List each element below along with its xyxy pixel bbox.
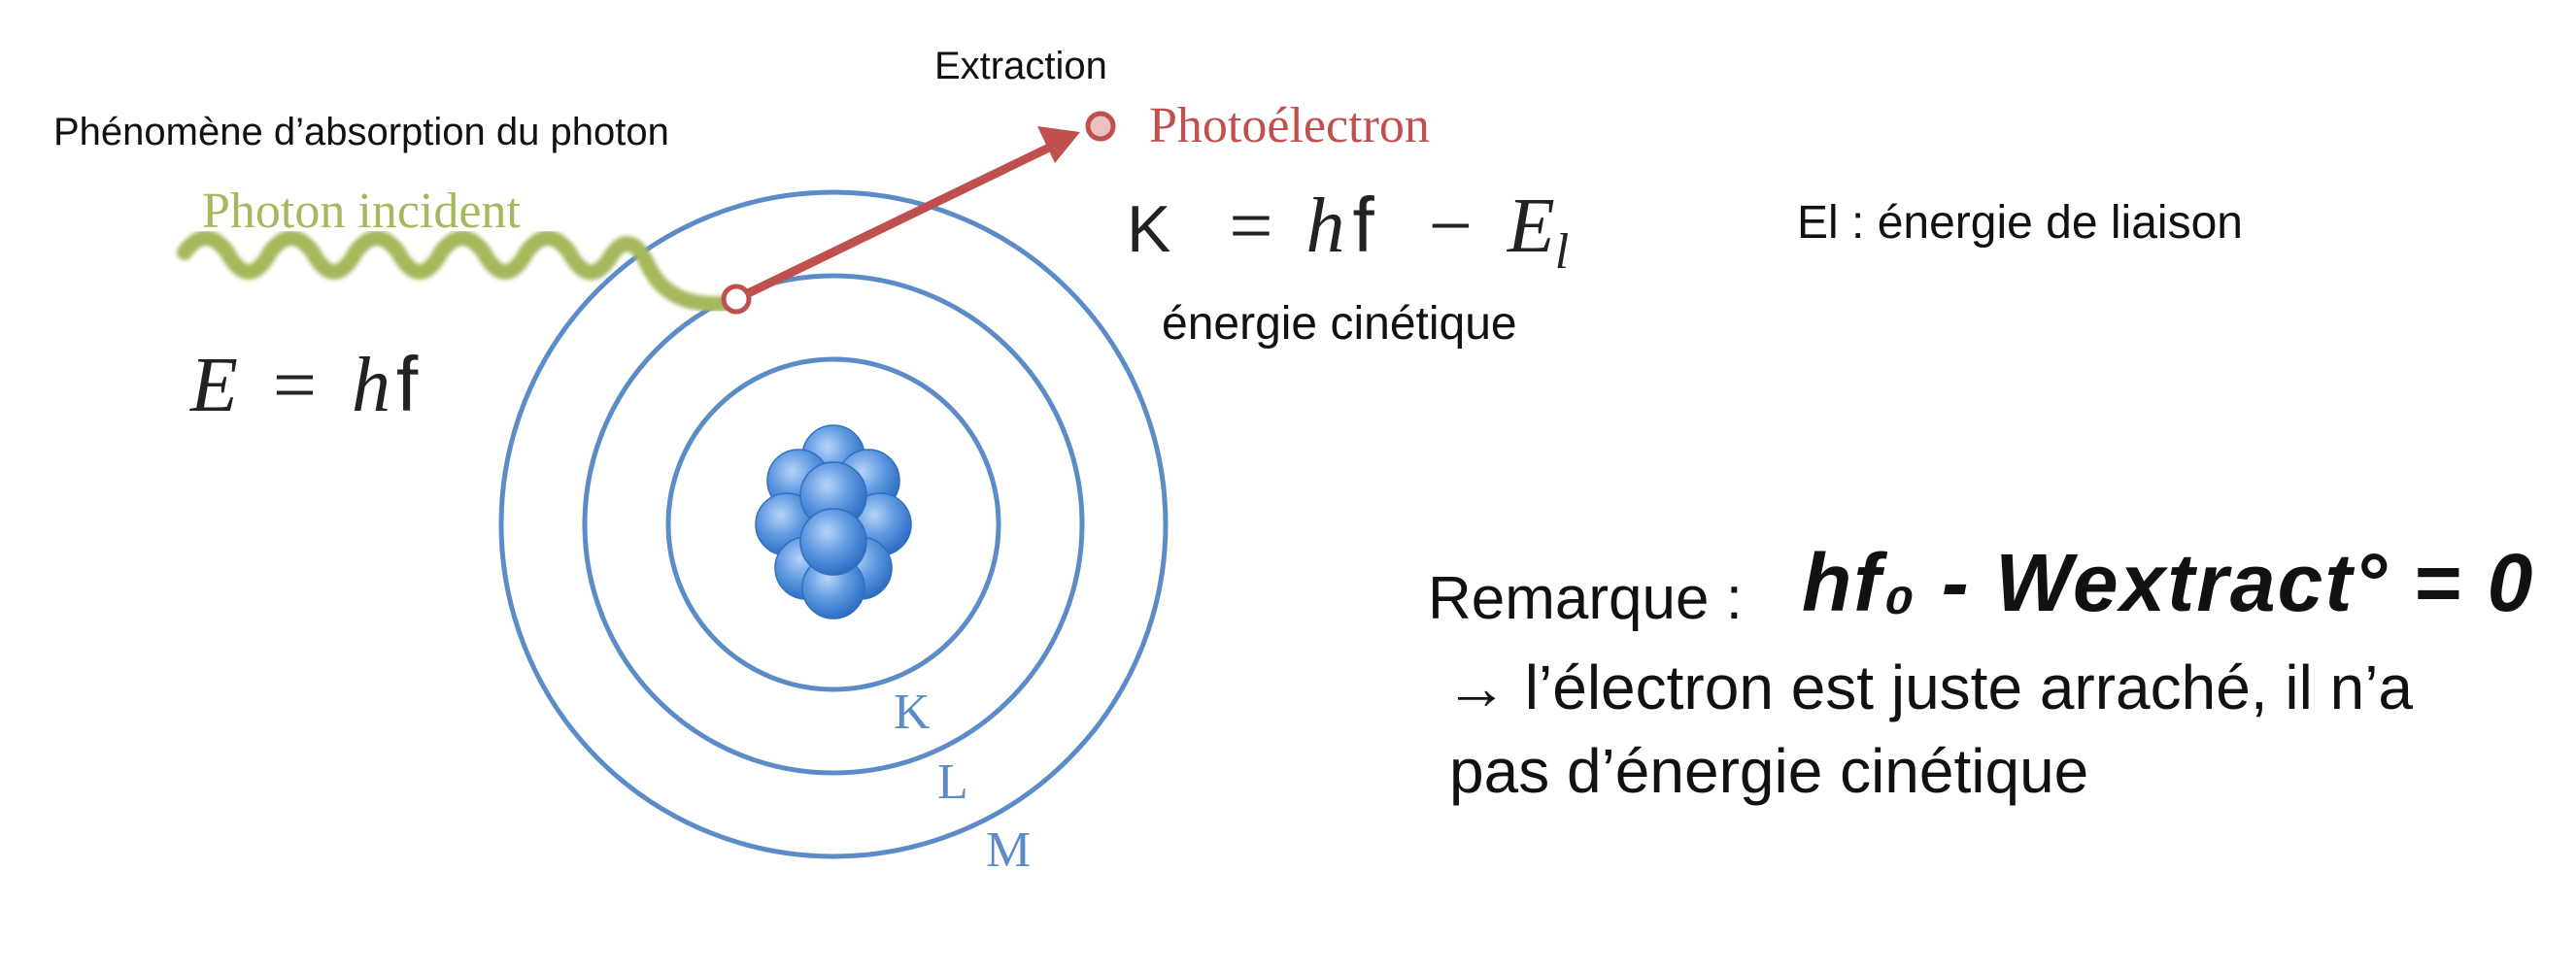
photon-wave bbox=[177, 230, 742, 313]
electron-shells bbox=[498, 189, 1169, 859]
shell-l-label: L bbox=[937, 754, 968, 810]
electron-start-marker bbox=[721, 284, 752, 315]
eq-e: E bbox=[1507, 184, 1555, 269]
photoelectron-arrow bbox=[731, 143, 1054, 304]
remark-line-2: pas d’énergie cinétique bbox=[1449, 736, 2089, 806]
photon-incident-label: Photon incident bbox=[202, 184, 521, 239]
nucleus bbox=[755, 424, 912, 619]
eq-minus: − bbox=[1428, 184, 1473, 269]
energie-cinetique-label: énergie cinétique bbox=[1162, 298, 1517, 350]
extraction-label: Extraction bbox=[934, 45, 1107, 87]
remark-handwritten-equation: hf₀ - Wextract° = 0 bbox=[1802, 537, 2535, 628]
eq-equals: = bbox=[1229, 184, 1273, 269]
shell-m-label: M bbox=[986, 822, 1032, 878]
remark-prefix: Remarque : bbox=[1428, 565, 1743, 632]
photon-energy-equation: E = hf bbox=[190, 346, 418, 425]
remark-line-1: → l’électron est juste arraché, il n’a bbox=[1445, 653, 2413, 722]
arrow-head bbox=[1037, 126, 1080, 163]
eq-f: f bbox=[396, 341, 419, 427]
el-definition: El : énergie de liaison bbox=[1797, 197, 2243, 249]
absorption-label: Phénomène d’absorption du photon bbox=[53, 111, 669, 153]
eq-f: f bbox=[1352, 182, 1374, 268]
photoelectron-marker bbox=[1085, 111, 1116, 142]
shell-k-orbit bbox=[665, 356, 1001, 692]
shell-l-orbit bbox=[582, 273, 1085, 776]
eq-e: E bbox=[190, 343, 238, 428]
shell-m-orbit bbox=[498, 189, 1169, 859]
shell-k-label: K bbox=[894, 685, 931, 740]
eq-h: h bbox=[1305, 184, 1345, 269]
eq-h: h bbox=[352, 343, 390, 428]
photoelectron-label: Photoélectron bbox=[1149, 98, 1430, 153]
eq-subscript-l: l bbox=[1554, 224, 1570, 280]
eq-equals: = bbox=[272, 343, 317, 428]
eq-k: K bbox=[1127, 192, 1171, 266]
